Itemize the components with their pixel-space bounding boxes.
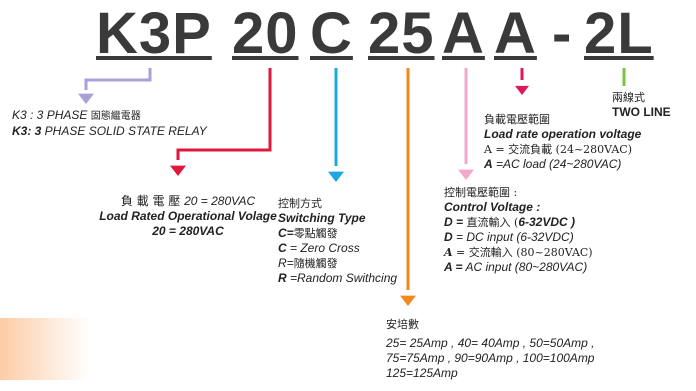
voltage-block: 負 載 電 壓 20 = 280VAC Load Rated Operation…	[78, 194, 298, 239]
control-d2: D = DC input (6-32VDC)	[444, 230, 574, 244]
code-a1: A	[442, 1, 485, 66]
load-en-title: Load rate operation voltage	[484, 127, 642, 141]
load-block: 負載電壓範圍 Load rate operation voltage A = 交…	[484, 112, 641, 172]
code-dash: -	[552, 1, 573, 66]
code-c: C	[310, 1, 353, 66]
control-arrowhead	[458, 169, 474, 180]
voltage-cn-line: 負 載 電 壓 20 = 280VAC	[120, 194, 256, 208]
phase-arrowhead	[78, 93, 94, 104]
current-line-3: 125=125Amp	[386, 366, 458, 380]
line-en-title: TWO LINE	[612, 105, 671, 119]
phase-line-2: K3: 3 PHASE SOLID STATE RELAY	[12, 124, 207, 138]
control-cn-title: 控制電壓範圍 :	[444, 186, 518, 199]
line-cn-title: 兩線式	[612, 91, 645, 104]
voltage-en-value: 20 = 280VAC	[152, 224, 224, 238]
control-a2: A = AC input (80~280VAC)	[444, 260, 588, 274]
line-block: 兩線式 TWO LINE	[612, 90, 671, 120]
switching-block: 控制方式 Switching Type C=零點觸發 C = Zero Cros…	[278, 196, 397, 286]
load-line-1: A = 交流負載 (24~280VAC)	[484, 143, 633, 156]
code-25: 25	[368, 1, 435, 66]
load-arrowhead	[515, 85, 529, 95]
code-20: 20	[232, 1, 299, 66]
switching-arrowhead	[328, 171, 344, 182]
decorative-glow	[0, 318, 90, 380]
control-a1: A = 交流輸入 (80~280VAC)	[444, 246, 593, 259]
current-block: 安培數 25= 25Amp , 40= 40Amp , 50=50Amp , 7…	[386, 318, 594, 381]
phase-connector	[84, 68, 152, 90]
current-arrowhead	[400, 295, 416, 306]
switching-opt-3: R=隨機觸發	[278, 256, 338, 270]
voltage-en-label: Load Rated Operational Volage	[99, 209, 277, 223]
control-en-title: Control Voltage :	[444, 200, 541, 214]
current-line-1: 25= 25Amp , 40= 40Amp , 50=50Amp ,	[386, 336, 595, 350]
code-2l: 2L	[584, 1, 654, 66]
current-line-2: 75=75Amp , 90=90Amp , 100=100Amp	[386, 351, 595, 365]
current-cn-title: 安培數	[386, 318, 419, 331]
code-k3p: K3P	[96, 1, 212, 66]
switching-opt-4: R =Random Swithcing	[278, 271, 398, 285]
switching-opt-2: C = Zero Cross	[278, 241, 360, 255]
load-cn-title: 負載電壓範圍	[484, 113, 550, 126]
code-a2: A	[494, 1, 537, 66]
voltage-arrowhead	[170, 165, 186, 176]
switching-opt-1: C=零點觸發	[278, 226, 338, 240]
phase-line-1: K3 : 3 PHASE 固態繼電器	[12, 108, 141, 122]
voltage-connector	[176, 68, 272, 160]
switching-en-title: Switching Type	[278, 211, 366, 225]
load-line-2: A =AC load (24~280VAC)	[484, 157, 622, 171]
control-d1: D = 直流輸入 (6-32VDC )	[444, 215, 575, 229]
switching-cn-title: 控制方式	[278, 197, 322, 210]
control-block: 控制電壓範圍 : Control Voltage : D = 直流輸入 (6-3…	[444, 185, 593, 275]
